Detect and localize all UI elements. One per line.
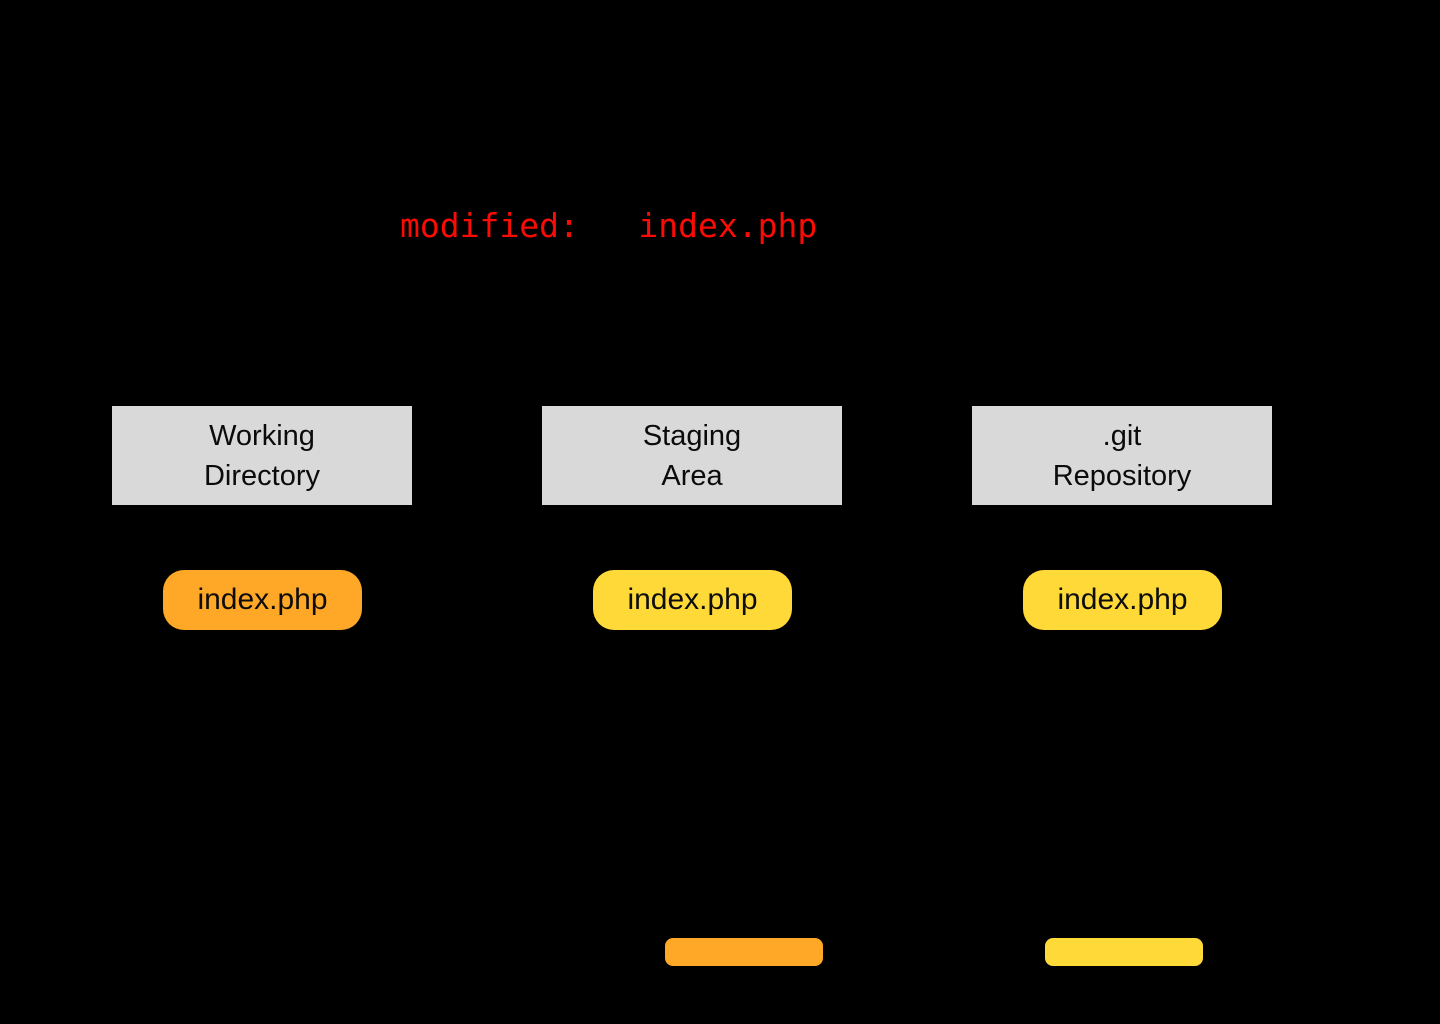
staging-area-header-box: Staging Area [542,406,842,505]
git-status-modified-line: modified: index.php [400,206,818,245]
legend-bar-orange [665,938,823,966]
legend-bar-yellow [1045,938,1203,966]
working-directory-header-box: Working Directory [112,406,412,505]
working-directory-file-chip: index.php [163,570,362,630]
staging-area-file-chip: index.php [593,570,792,630]
git-repository-file-chip: index.php [1023,570,1222,630]
git-repository-header-box: .git Repository [972,406,1272,505]
